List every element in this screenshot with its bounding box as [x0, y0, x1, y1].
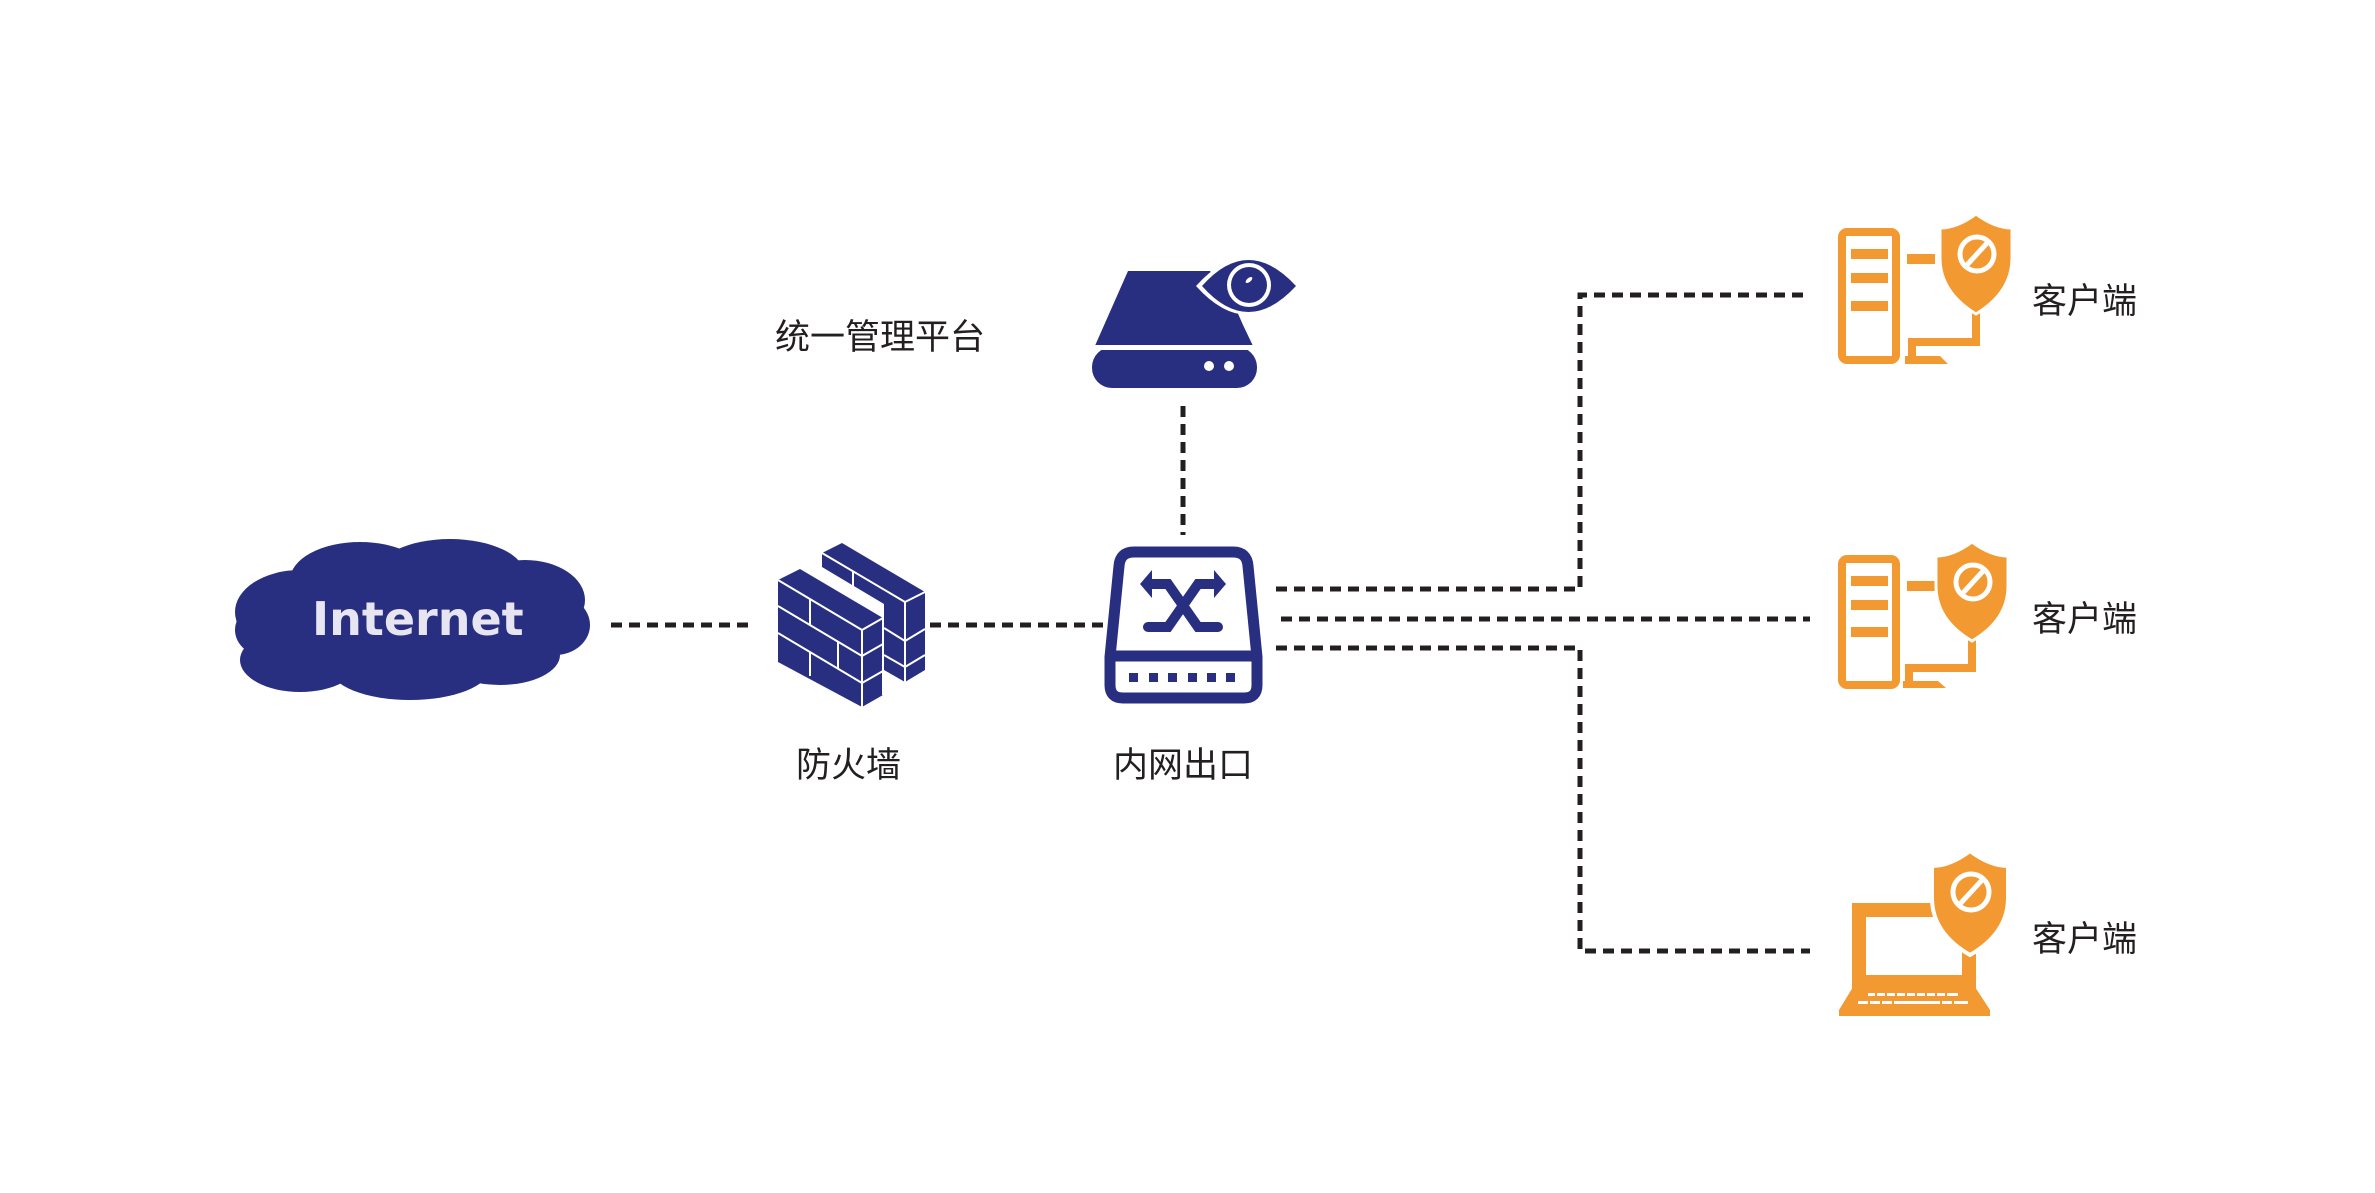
client-label-1: 客户端	[2032, 282, 2138, 322]
cloud-icon	[235, 539, 590, 700]
desktop-shield-icon	[1838, 212, 2014, 364]
management-platform-label: 统一管理平台	[775, 318, 986, 358]
connection-lines	[611, 292, 1810, 954]
network-switch-icon	[1104, 546, 1263, 704]
server-eye-monitor-icon	[1092, 257, 1302, 388]
internet-label: Internet	[312, 592, 524, 646]
link-gateway-client-1	[1276, 292, 1810, 592]
link-gateway-client-3	[1276, 645, 1810, 954]
client-label-2: 客户端	[2032, 600, 2138, 640]
gateway-label: 内网出口	[1113, 746, 1254, 786]
client-label-3: 客户端	[2032, 920, 2138, 960]
firewall-label: 防火墙	[796, 746, 902, 786]
firewall-brick-wall-icon	[777, 543, 926, 707]
desktop-shield-icon	[1838, 540, 2010, 689]
laptop-shield-icon	[1839, 848, 2010, 1016]
